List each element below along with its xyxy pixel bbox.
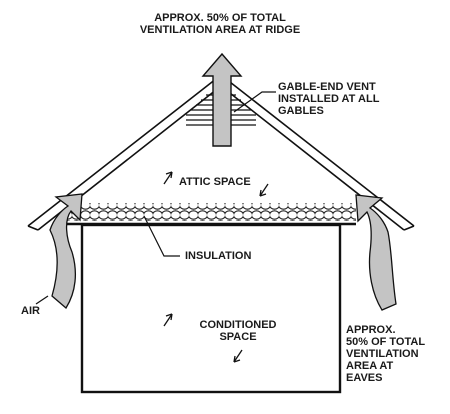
conditioned-airflow-arrow-left [163,313,173,327]
attic-space-label: ATTIC SPACE [179,176,251,188]
gable-vent-note: GABLE-END VENT INSTALLED AT ALL GABLES [278,81,379,117]
left-eave-air-arrow [49,193,83,309]
insulation-leader [143,215,180,257]
eaves-note-line-1: APPROX. [346,324,396,336]
gable-note-line-2: INSTALLED AT ALL [278,93,380,105]
ridge-note-line-2: VENTILATION AREA AT RIDGE [139,24,301,36]
insulation-band [66,203,356,221]
roof-right-rafter [220,74,415,231]
conditioned-airflow-arrow-right [233,349,243,363]
eaves-note-line-5: EAVES [346,372,383,384]
ridge-note-line-1: APPROX. 50% OF TOTAL [154,12,286,24]
air-leader [35,295,49,305]
insulation-label: INSULATION [185,250,252,262]
conditioned-space-label: CONDITIONED SPACE [178,319,298,343]
conditioned-line-2: SPACE [219,331,257,343]
right-eave-air-arrow [355,194,397,311]
ridge-exhaust-arrow [201,52,243,147]
gable-note-line-3: GABLES [278,105,324,117]
conditioned-line-1: CONDITIONED [199,319,277,331]
eaves-note-line-3: VENTILATION [346,348,419,360]
attic-airflow-arrow-right [259,183,269,197]
gable-note-line-1: GABLE-END VENT [278,81,376,93]
eaves-note-line-4: AREA AT [346,360,394,372]
ridge-ventilation-note: APPROX. 50% OF TOTAL VENTILATION AREA AT… [110,12,330,36]
gable-vent-leader [233,91,276,113]
eaves-note-line-2: 50% OF TOTAL [346,336,426,348]
attic-airflow-arrow-left [163,171,173,185]
air-label: AIR [21,305,40,317]
eaves-ventilation-note: APPROX. 50% OF TOTAL VENTILATION AREA AT… [346,324,425,384]
